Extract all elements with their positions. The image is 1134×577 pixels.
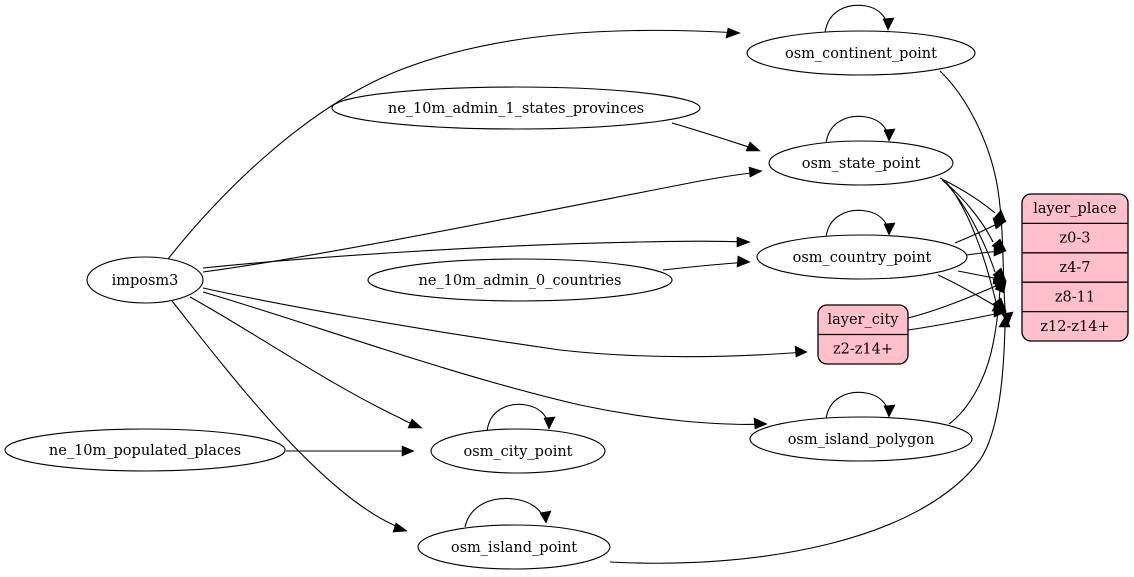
edge-self-osm_island_point [464, 497, 552, 528]
edge-layer [167, 4, 1014, 564]
node-label-osm_continent_point: osm_continent_point [785, 46, 937, 62]
edge-self-osm_state_point [825, 115, 896, 145]
table-layer_place-row-z4-7[interactable]: z4-7 [1060, 260, 1091, 276]
node-osm_country_point[interactable]: osm_country_point [756, 234, 968, 280]
edge-layer_city-to-layer_place-z12-z14 [907, 305, 1007, 331]
edge-imposm3-to-osm_continent_point [167, 27, 741, 260]
node-label-osm_country_point: osm_country_point [793, 250, 932, 266]
table-layer_city-row-z2-z14plus[interactable]: z2-z14+ [833, 342, 893, 358]
table-layer_place-header: layer_place [1033, 201, 1117, 217]
edge-ne_10m_admin_1_states_provinces-to-osm_state_point [671, 122, 761, 152]
node-label-osm_island_point: osm_island_point [451, 540, 577, 556]
edge-osm_island_point-to-layer_place-z12-z14 [609, 314, 1011, 564]
table-layer_place-row-z8-11[interactable]: z8-11 [1055, 290, 1095, 306]
edge-self-osm_country_point [825, 209, 896, 239]
node-osm_state_point[interactable]: osm_state_point [768, 140, 954, 186]
node-label-osm_city_point: osm_city_point [463, 444, 572, 460]
edge-self-osm_island_polygon [825, 391, 896, 421]
table-layer_place[interactable]: layer_place z0-3 z4-7 z8-11 z12-z14+ [1021, 193, 1129, 342]
table-layer_city[interactable]: layer_city z2-z14+ [817, 304, 909, 365]
edge-imposm3-to-osm_island_polygon [202, 291, 768, 430]
table-layer_city-header: layer_city [827, 312, 899, 328]
node-imposm3[interactable]: imposm3 [86, 256, 204, 304]
edge-ne_10m_admin_0_countries-to-osm_country_point [662, 255, 751, 271]
node-label-ne_10m_admin_0_countries: ne_10m_admin_0_countries [419, 273, 622, 289]
node-label-imposm3: imposm3 [112, 273, 179, 289]
edge-osm_state_point-to-layer_place-z0-3 [939, 177, 1007, 223]
edge-self-osm_city_point [486, 403, 556, 433]
edge-ne_10m_populated_places-to-osm_city_point [286, 445, 415, 457]
node-label-osm_island_polygon: osm_island_polygon [788, 432, 935, 448]
node-label-osm_state_point: osm_state_point [802, 156, 921, 172]
table-layer_place-row-z0-3[interactable]: z0-3 [1060, 231, 1091, 247]
table-layer: layer_place z0-3 z4-7 z8-11 z12-z14+ lay… [817, 193, 1129, 365]
node-ne_10m_populated_places[interactable]: ne_10m_populated_places [4, 428, 286, 472]
node-osm_continent_point[interactable]: osm_continent_point [746, 30, 976, 76]
node-osm_island_point[interactable]: osm_island_point [417, 524, 611, 570]
edge-self-osm_continent_point [824, 4, 895, 34]
table-layer_place-body [1021, 193, 1129, 342]
node-label-ne_10m_populated_places: ne_10m_populated_places [49, 443, 241, 459]
edge-imposm3-to-osm_city_point [189, 296, 423, 429]
edge-layer_city-to-layer_place-z8-11 [907, 278, 1007, 319]
node-ne_10m_admin_1_states_provinces[interactable]: ne_10m_admin_1_states_provinces [331, 86, 701, 130]
edge-imposm3-to-layer_city [202, 287, 808, 358]
table-layer_place-row-z12-z14plus[interactable]: z12-z14+ [1040, 319, 1109, 335]
node-osm_city_point[interactable]: osm_city_point [430, 428, 606, 474]
edge-imposm3-to-osm_island_point [171, 300, 408, 533]
edge-osm_island_polygon-to-layer_place-z8-11 [948, 281, 1007, 425]
edge-osm_country_point-to-layer_place-z0-3 [954, 217, 1007, 244]
edge-imposm3-to-osm_country_point [202, 236, 751, 269]
node-ne_10m_admin_0_countries[interactable]: ne_10m_admin_0_countries [367, 258, 673, 302]
edge-imposm3-to-osm_state_point [202, 166, 763, 273]
node-label-ne_10m_admin_1_states_provinces: ne_10m_admin_1_states_provinces [388, 101, 644, 117]
node-osm_island_polygon[interactable]: osm_island_polygon [749, 416, 973, 462]
node-layer: imposm3 ne_10m_admin_1_states_provinces … [4, 30, 976, 570]
edge-osm_country_point-to-layer_place-z4-7 [966, 244, 1007, 257]
